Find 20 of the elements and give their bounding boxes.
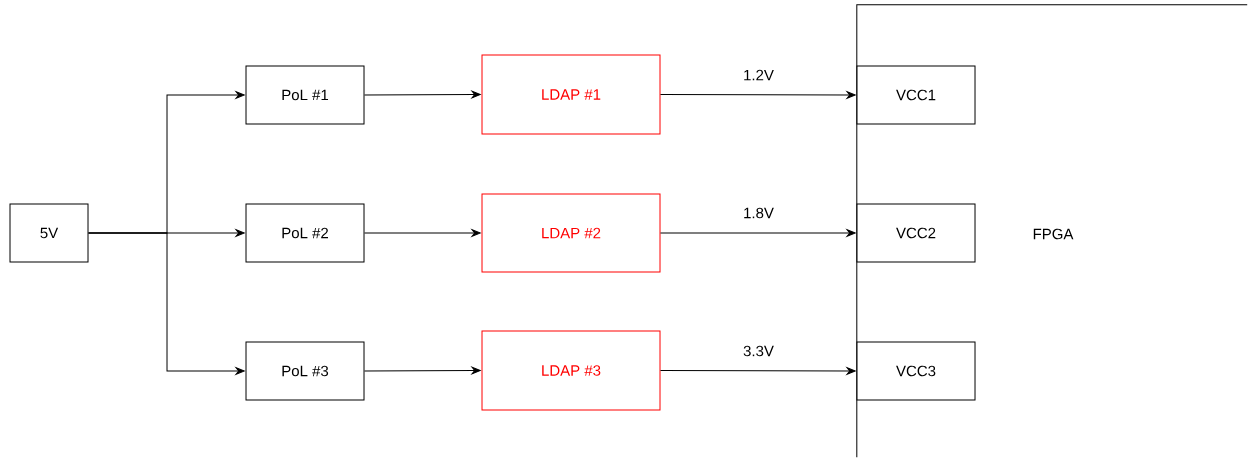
edge-label: 1.2V bbox=[742, 68, 775, 82]
block-box: VCC3 bbox=[856, 341, 976, 401]
arrow bbox=[88, 232, 245, 375]
block-box: LDAP #3 bbox=[481, 330, 661, 411]
edge-label: 3.3V bbox=[742, 344, 775, 358]
block-box: PoL #1 bbox=[245, 65, 365, 125]
block-box: VCC2 bbox=[856, 203, 976, 263]
edge-label: 1.8V bbox=[742, 206, 775, 220]
arrow bbox=[364, 229, 481, 237]
block-box: PoL #2 bbox=[245, 203, 365, 263]
arrow bbox=[660, 91, 856, 99]
block-box: VCC1 bbox=[856, 65, 976, 125]
arrow bbox=[364, 366, 481, 375]
arrow bbox=[364, 90, 481, 99]
block-box: LDAP #2 bbox=[481, 193, 661, 273]
arrow bbox=[660, 229, 856, 237]
block-box: PoL #3 bbox=[245, 341, 365, 401]
arrow bbox=[660, 367, 856, 375]
block-box: 5V bbox=[9, 203, 89, 263]
block-box: LDAP #1 bbox=[481, 54, 661, 135]
